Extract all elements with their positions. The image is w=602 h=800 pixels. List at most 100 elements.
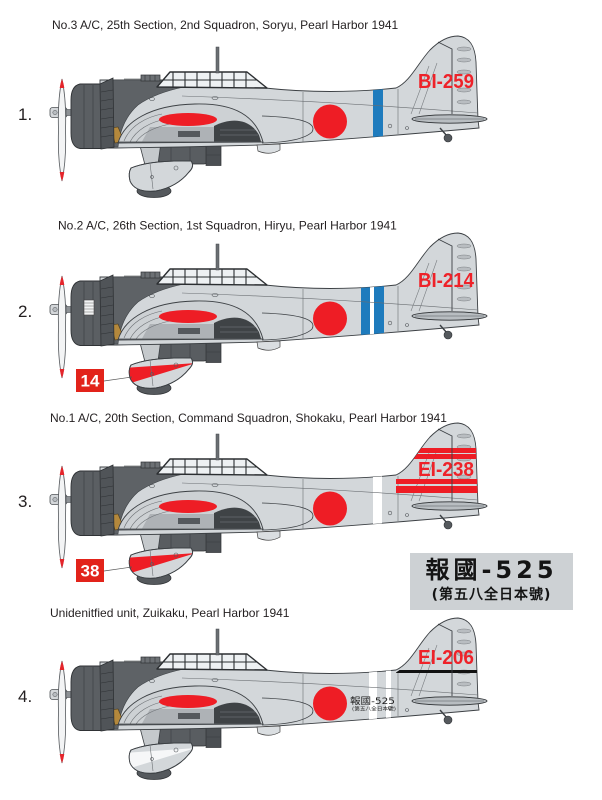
- tail-wheel-tire: [443, 133, 453, 143]
- propeller-tip-top: [59, 276, 65, 285]
- rudder-hinge-line: [437, 428, 453, 501]
- antenna-mast: [215, 433, 220, 461]
- rudder-rib: [456, 284, 472, 290]
- belly-fairing: [256, 530, 281, 541]
- tail-bands: [396, 448, 478, 493]
- propeller-blade: [57, 275, 67, 379]
- rudder-rib: [456, 69, 472, 75]
- gun-deck-detail: [124, 75, 156, 81]
- wheel-spat-outline: [128, 160, 194, 192]
- wing-hinomaru: [159, 695, 217, 708]
- tail-band: [396, 486, 478, 493]
- inspection-port: [405, 323, 409, 327]
- hokoku-main-text: 報國-525: [425, 556, 558, 584]
- tail-wheel: [439, 127, 453, 143]
- profile-number: 1.: [18, 105, 32, 124]
- dive-brake-detail: [220, 129, 258, 136]
- propeller-spinner-cap: [52, 110, 58, 115]
- antenna-mast: [215, 46, 220, 74]
- fuselage-stringer-line: [181, 482, 479, 501]
- spat-panel-line: [149, 744, 154, 772]
- propeller-blade: [57, 465, 67, 569]
- gear-bay-detail: [178, 131, 200, 137]
- propeller-tip-bottom: [59, 369, 65, 378]
- inspection-port: [149, 97, 155, 101]
- tail-code: EI-206: [418, 647, 474, 669]
- aircraft-profile-2: No.2 A/C, 26th Section, 1st Squadron, Hi…: [18, 219, 488, 395]
- side-number-text: 38: [81, 562, 100, 581]
- propeller: [49, 660, 73, 764]
- cowling-panel-lines: [83, 85, 94, 148]
- propeller-tip-top: [59, 661, 65, 670]
- inspection-port: [211, 293, 219, 297]
- inspection-port: [211, 678, 219, 682]
- inspection-port: [149, 484, 155, 488]
- rudder-rib: [456, 57, 472, 63]
- canopy-frames: [163, 269, 257, 285]
- gear-bay-detail: [178, 518, 200, 524]
- vent-frame: [83, 299, 95, 316]
- wing-hinomaru: [159, 113, 217, 126]
- fuselage-bands: [369, 666, 391, 726]
- rudder-ribs: [456, 46, 472, 105]
- wing-fillet-line: [261, 697, 314, 726]
- spat-color-band: [129, 363, 193, 385]
- inspection-port: [405, 708, 409, 712]
- rudder-rib: [456, 266, 472, 272]
- profile-caption: No.3 A/C, 25th Section, 2nd Squadron, So…: [52, 18, 399, 32]
- tail-code: BI-259: [418, 71, 474, 93]
- rudder-hinge-line: [437, 41, 453, 114]
- propeller-spinner-cap: [52, 497, 58, 502]
- tail-band: [396, 479, 478, 484]
- fuselage-hokoku-line1: 報國-525: [350, 696, 395, 707]
- fuselage-stringer-line: [181, 292, 479, 311]
- spat-fastener: [173, 165, 179, 171]
- propeller-blade: [57, 660, 67, 764]
- propeller: [49, 465, 73, 569]
- dive-brake-panel: [214, 507, 261, 529]
- propeller-tip-bottom: [59, 559, 65, 568]
- profile-number: 3.: [18, 492, 32, 511]
- side-number-badge: [76, 559, 104, 582]
- spat-color-band: [129, 748, 193, 770]
- inspection-port: [149, 679, 155, 683]
- rudder-rib: [456, 296, 472, 302]
- side-number-callout: 38: [76, 559, 133, 582]
- fuselage-bands: [373, 471, 382, 531]
- gun-deck-detail: [124, 657, 156, 663]
- cowl-flap-lines: [100, 476, 115, 525]
- fin-structure-lines: [410, 62, 438, 115]
- cowl-flap-lines: [100, 286, 115, 335]
- aircraft-profile-3: No.1 A/C, 20th Section, Command Squadron…: [18, 411, 488, 585]
- profile-number: 2.: [18, 302, 32, 321]
- antenna-mast: [215, 628, 220, 656]
- wing-fillet-line: [261, 115, 314, 144]
- fuselage-stringer-line: [181, 95, 479, 114]
- tail-band: [396, 448, 478, 453]
- cowl-flaps: [99, 274, 115, 347]
- dive-brake-detail: [220, 326, 258, 333]
- cowl-flap-lines: [100, 671, 115, 720]
- inspection-port: [211, 483, 219, 487]
- gear-bay-detail: [178, 328, 200, 334]
- propeller-blade: [57, 78, 67, 182]
- hokoku-sub-text: (第五八全日本號): [431, 587, 552, 603]
- dive-brake-panel: [214, 120, 261, 142]
- rudder-hinge-line: [437, 623, 453, 696]
- fuselage-band: [361, 281, 370, 341]
- tail-wheel: [439, 324, 453, 340]
- dive-brake-detail: [220, 516, 258, 523]
- tail-wheel-tire: [443, 715, 453, 725]
- gun-deck: [140, 656, 161, 664]
- gun-deck: [140, 74, 161, 82]
- fuselage-stringer-line: [181, 677, 479, 696]
- cowl-flap-lines: [100, 89, 115, 138]
- canopy-frames: [163, 72, 257, 88]
- rudder-rib: [456, 243, 472, 249]
- spat-fastener: [173, 552, 179, 558]
- wheel-spat-outline: [128, 547, 194, 579]
- spat-panel-line: [149, 359, 154, 387]
- inspection-port: [387, 705, 393, 711]
- inspection-port: [387, 123, 393, 129]
